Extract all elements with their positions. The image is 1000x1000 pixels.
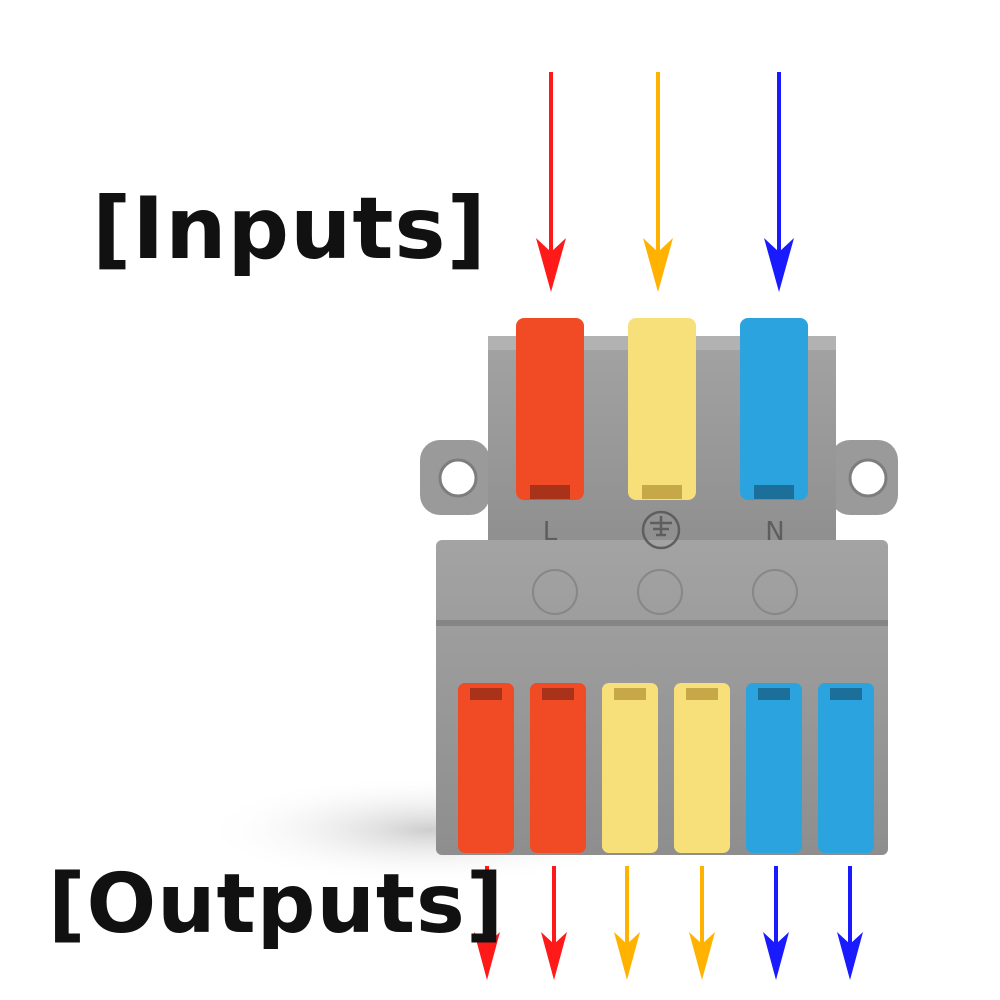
input-lever-blue: [740, 318, 808, 500]
output-arrow-red-2: [541, 866, 567, 980]
output-arrow-blue-1: [763, 866, 789, 980]
output-lever-red-1: [458, 683, 514, 853]
input-arrow-red: [536, 72, 566, 292]
input-arrow-yellow: [643, 72, 673, 292]
output-lever-blue-2: [818, 683, 874, 853]
output-arrow-yellow-2: [689, 866, 715, 980]
neutral-terminal-label: N: [765, 517, 784, 547]
output-lever-yellow-1: [602, 683, 658, 853]
output-arrow-red-1: [474, 866, 500, 980]
input-arrow-blue: [764, 72, 794, 292]
output-lever-blue-1: [746, 683, 802, 853]
input-lever-yellow: [628, 318, 696, 500]
output-arrow-blue-2: [837, 866, 863, 980]
inputs-caption: [Inputs]: [92, 179, 487, 279]
input-lever-red: [516, 318, 584, 500]
outputs-caption: [Outputs]: [48, 857, 505, 952]
output-arrow-yellow-1: [614, 866, 640, 980]
mounting-ear-left: [420, 440, 490, 515]
earth-ground-icon: [641, 510, 681, 550]
output-lever-yellow-2: [674, 683, 730, 853]
output-lever-red-2: [530, 683, 586, 853]
live-terminal-label: L: [543, 517, 558, 547]
mounting-ear-right: [830, 440, 898, 515]
